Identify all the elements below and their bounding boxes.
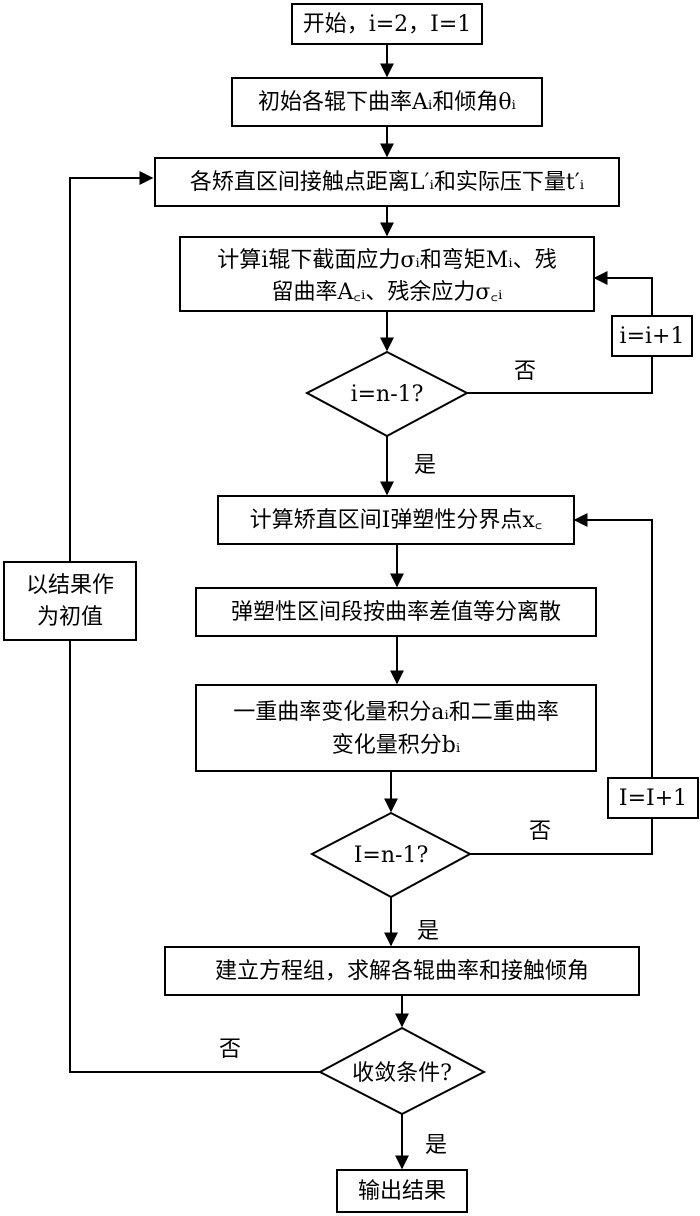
node-output: 输出结果 [336,1169,468,1213]
node-decision-i: i=n-1? [304,350,470,438]
label-no-I: 否 [529,819,551,844]
node-calc-boundary: 计算矫直区间I弹塑性分界点x꜀ [217,495,575,545]
node-inc-i-text: i=i+1 [620,324,685,349]
node-calc-stress: 计算i辊下截面应力σᵢ和弯矩Mᵢ、残 留曲率A꜀ᵢ、残余应力σ꜀ᵢ [179,236,595,312]
node-decision-I: I=n-1? [309,811,473,899]
node-integrate-line2: 变化量积分bᵢ [332,733,461,758]
label-yes-conv: 是 [425,1133,447,1158]
node-feedback-line2: 为初值 [37,605,103,630]
node-decision-conv-text: 收敛条件? [352,1061,452,1086]
node-contact: 各矫直区间接触点距离L′ᵢ和实际压下量t′ᵢ [154,157,620,207]
node-calc-stress-line1: 计算i辊下截面应力σᵢ和弯矩Mᵢ、残 [217,248,556,273]
node-calc-stress-line2: 留曲率A꜀ᵢ、残余应力σ꜀ᵢ [272,280,504,305]
node-solve-text: 建立方程组，求解各辊曲率和接触倾角 [215,959,589,984]
node-decision-I-text: I=n-1? [354,843,429,868]
node-init-text: 初始各辊下曲率Aᵢ和倾角θᵢ [258,90,517,115]
node-init: 初始各辊下曲率Aᵢ和倾角θᵢ [231,77,543,127]
node-decision-i-text: i=n-1? [351,382,424,407]
node-start-text: 开始，i=2，I=1 [303,12,472,37]
node-integrate-line1: 一重曲率变化量积分aᵢ和二重曲率 [233,700,559,725]
node-inc-I-text: I=I+1 [619,786,687,811]
node-decision-conv: 收敛条件? [317,1026,487,1116]
label-no-i: 否 [514,359,536,384]
node-discretize: 弹塑性区间段按曲率差值等分离散 [195,587,597,637]
node-feedback-line1: 以结果作 [26,573,114,598]
node-inc-I: I=I+1 [607,777,699,819]
node-inc-i: i=i+1 [611,315,693,357]
label-no-conv: 否 [219,1037,241,1062]
node-feedback: 以结果作 为初值 [3,561,137,641]
node-integrate: 一重曲率变化量积分aᵢ和二重曲率 变化量积分bᵢ [195,684,597,772]
loop-no-I [470,513,653,855]
node-discretize-text: 弹塑性区间段按曲率差值等分离散 [231,600,561,625]
node-calc-boundary-text: 计算矫直区间I弹塑性分界点x꜀ [250,508,543,533]
label-yes-i: 是 [414,453,436,478]
node-output-text: 输出结果 [358,1179,446,1204]
node-solve: 建立方程组，求解各辊曲率和接触倾角 [164,946,640,996]
node-contact-text: 各矫直区间接触点距离L′ᵢ和实际压下量t′ᵢ [190,170,585,195]
node-start: 开始，i=2，I=1 [291,3,483,45]
label-yes-I: 是 [417,919,439,944]
